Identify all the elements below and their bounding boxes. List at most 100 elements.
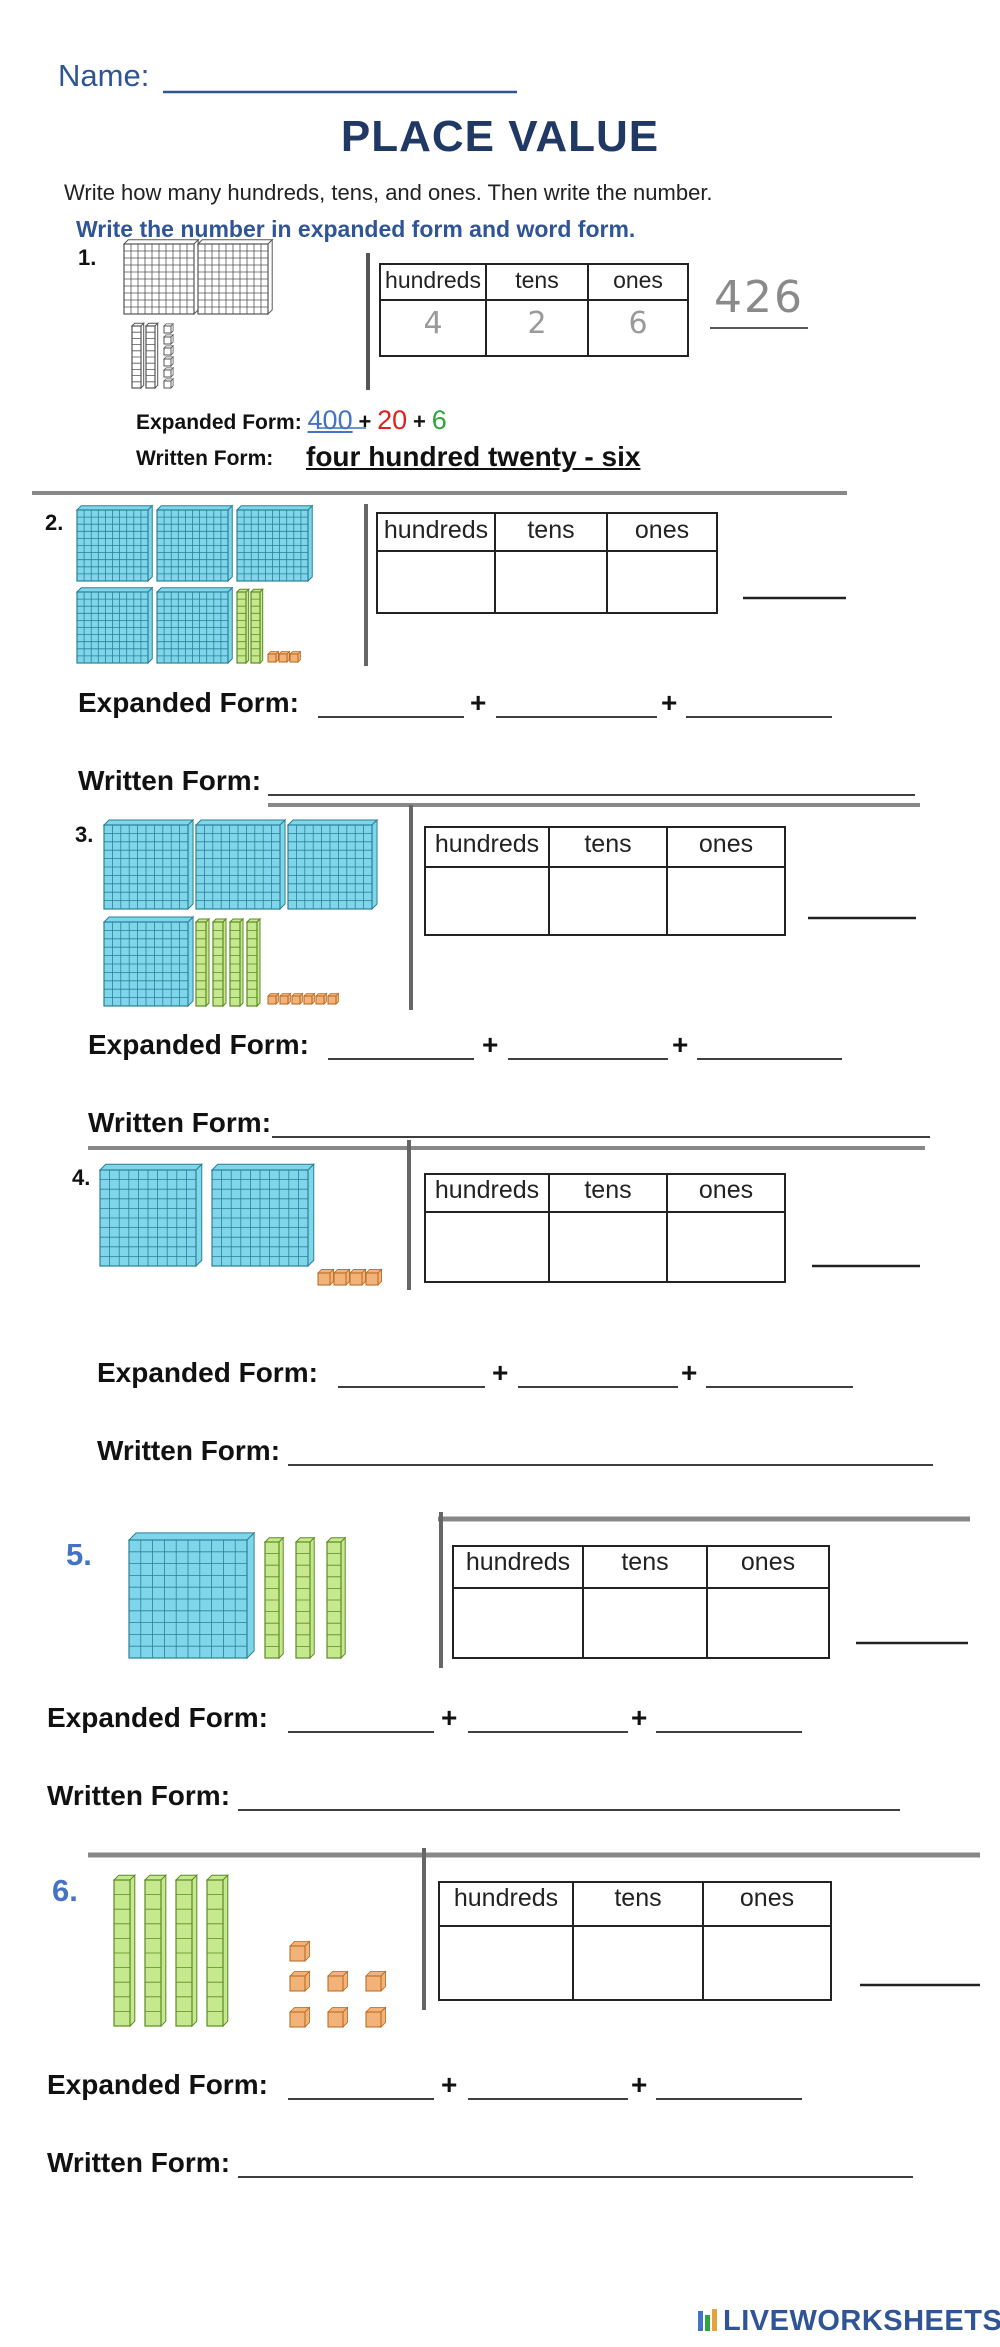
ones-cube: [327, 992, 340, 1005]
tens-rod: [174, 1873, 199, 2028]
page-title: PLACE VALUE: [340, 112, 660, 161]
example-expanded-form: Expanded Form: 400 + 20 + 6: [136, 405, 447, 436]
place-value-table: [424, 826, 786, 936]
table-header-tens: tens: [614, 1884, 662, 1912]
instruction-text: Write how many hundreds, tens, and ones.…: [64, 180, 713, 205]
expanded-form-label: Expanded Form:: [78, 687, 299, 718]
table-header-hundreds: hundreds: [434, 830, 540, 858]
tens-rod: [143, 1873, 168, 2028]
hundreds-block: [155, 504, 234, 583]
table-header-ones: ones: [740, 1548, 796, 1576]
plus-sign: +: [631, 2069, 648, 2100]
ones-cube: [289, 1940, 311, 1962]
example-ones-digit: 6: [628, 306, 648, 341]
problem-number: 3.: [75, 822, 94, 847]
table-header-ones: ones: [698, 830, 754, 858]
hundreds-block: [155, 586, 234, 665]
tens-rod: [130, 322, 145, 390]
hundreds-block: [194, 818, 287, 911]
plus-sign: +: [470, 687, 487, 718]
cell-hundreds: [378, 552, 494, 612]
cell-tens: [574, 1927, 702, 1999]
problem-number: 6.: [52, 1873, 78, 1908]
written-form-label: Written Form:: [47, 1780, 231, 1811]
cell-ones: [708, 1589, 828, 1657]
tens-rod: [144, 322, 159, 390]
ones-cube: [327, 1970, 349, 1992]
place-value-table: [438, 1881, 832, 2001]
problem-number: 4.: [72, 1165, 91, 1190]
written-form-label: Written Form:: [97, 1435, 281, 1466]
example-hundreds-digit: 4: [423, 306, 443, 341]
hundreds-block: [122, 238, 200, 316]
tens-rod: [294, 1536, 316, 1660]
example-number: 426: [714, 272, 804, 323]
table-header-hundreds: hundreds: [453, 1884, 559, 1912]
example-written-answer: four hundred twenty - six: [306, 441, 641, 472]
hundreds-block: [98, 1163, 203, 1268]
instruction-subtitle: Write the number in expanded form and wo…: [76, 216, 636, 242]
written-form-label: Written Form:: [136, 447, 274, 470]
hundreds-block: [286, 818, 379, 911]
table-header-tens: tens: [527, 516, 575, 544]
cell-ones: [668, 1213, 784, 1281]
problem-number: 5.: [66, 1537, 92, 1572]
hundreds-block: [235, 504, 314, 583]
tens-rod: [263, 1536, 285, 1660]
tens-rod: [205, 1873, 230, 2028]
ones-cube: [365, 2006, 387, 2028]
written-form-label: Written Form:: [47, 2147, 231, 2178]
plus-sign: +: [413, 409, 426, 434]
example-tens-digit: 2: [527, 306, 547, 341]
problem-number: 2.: [45, 510, 64, 535]
cell-hundreds: [454, 1589, 582, 1657]
table-header-tens: tens: [584, 830, 632, 858]
table-header-ones: ones: [634, 516, 690, 544]
ones-cube: [163, 333, 175, 345]
cell-ones: [608, 552, 716, 612]
hundreds-block: [102, 818, 195, 911]
ones-cube: [163, 344, 175, 356]
hundreds-block: [127, 1531, 256, 1660]
written-form-label: Written Form:: [88, 1107, 272, 1138]
plus-sign: +: [661, 687, 678, 718]
place-value-table: [452, 1545, 830, 1659]
written-form-label: Written Form:: [78, 765, 262, 796]
table-header-hundreds: hundreds: [465, 1548, 571, 1576]
ones-cube: [289, 650, 302, 663]
place-value-table: [376, 512, 718, 614]
cell-tens: [496, 552, 606, 612]
plus-sign: +: [672, 1029, 689, 1060]
expanded-form-label: Expanded Form:: [88, 1029, 309, 1060]
table-header-tens: tens: [584, 1176, 632, 1204]
liveworksheets-logo: LIVEWORKSHEETS: [723, 2305, 1000, 2337]
table-border: [424, 1173, 786, 1283]
plus-sign: +: [482, 1029, 499, 1060]
tens-rod: [249, 588, 264, 665]
tens-rod: [112, 1873, 137, 2028]
hundreds-block: [75, 504, 154, 583]
table-header-hundreds: hundreds: [383, 516, 489, 544]
table-border: [379, 263, 689, 357]
example-expanded-hundreds: 400: [307, 405, 353, 435]
ones-cube: [365, 1268, 383, 1286]
plus-sign: +: [631, 1702, 648, 1733]
table-header-ones: ones: [739, 1884, 795, 1912]
ones-cube: [279, 992, 292, 1005]
ones-cube: [289, 2006, 311, 2028]
ones-cube: [163, 366, 175, 378]
ones-cube: [327, 2006, 349, 2028]
plus-sign: +: [441, 2069, 458, 2100]
hundreds-block: [75, 586, 154, 665]
table-border: [438, 1881, 832, 2001]
ones-cube: [278, 650, 291, 663]
plus-sign: +: [492, 1357, 509, 1388]
tens-rod: [245, 917, 262, 1008]
table-border: [376, 512, 718, 614]
cell-hundreds: [426, 868, 548, 934]
cell-hundreds: [426, 1213, 548, 1281]
place-value-table: [424, 1173, 786, 1283]
hundreds-block: [196, 238, 274, 316]
ones-cube: [365, 1970, 387, 1992]
